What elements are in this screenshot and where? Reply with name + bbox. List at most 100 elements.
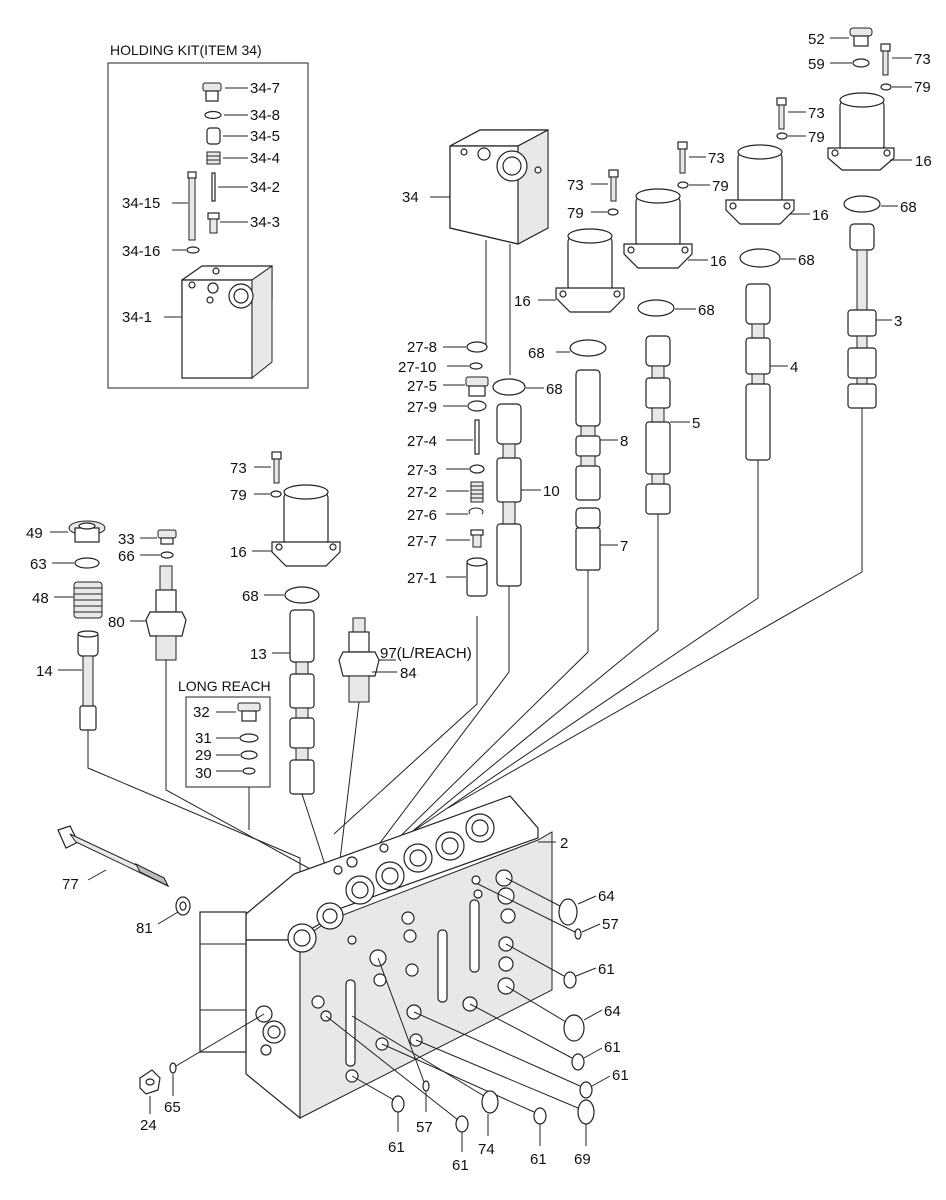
callout-48: 48 bbox=[32, 590, 49, 607]
part-32-plug bbox=[237, 702, 261, 722]
callout-27-10: 27-10 bbox=[398, 359, 436, 376]
part-49-cap bbox=[68, 520, 106, 543]
part-81-washer bbox=[175, 896, 191, 916]
callout-16-b: 16 bbox=[812, 207, 829, 224]
part-34-4 bbox=[206, 151, 221, 165]
part-27-10-oring bbox=[469, 362, 483, 370]
part-69-oring bbox=[577, 1099, 595, 1125]
callout-61-a: 61 bbox=[598, 961, 615, 978]
callout-61-d: 61 bbox=[388, 1139, 405, 1156]
callout-33: 33 bbox=[118, 531, 135, 548]
part-61-oring-f bbox=[533, 1107, 547, 1125]
part-27-2-spring bbox=[470, 481, 484, 503]
callout-73-c: 73 bbox=[708, 150, 725, 167]
callout-5: 5 bbox=[692, 415, 700, 432]
callout-32: 32 bbox=[193, 704, 210, 721]
part-61-oring-d bbox=[391, 1095, 405, 1113]
part-68-oring-e bbox=[492, 378, 526, 396]
part-57-oring-b bbox=[422, 1080, 430, 1092]
part-30-ring bbox=[242, 767, 256, 775]
callout-79-a: 79 bbox=[914, 79, 931, 96]
part-34-1 bbox=[181, 265, 273, 380]
holding-kit-frame bbox=[107, 62, 309, 389]
part-34-3 bbox=[207, 212, 220, 234]
callout-34: 34 bbox=[402, 189, 419, 206]
part-31-oring bbox=[239, 733, 259, 743]
callout-16-e: 16 bbox=[230, 544, 247, 561]
callout-13: 13 bbox=[250, 646, 267, 663]
part-4-spool bbox=[745, 283, 771, 461]
part-34-2 bbox=[211, 172, 216, 202]
part-73-bolt-d bbox=[608, 169, 619, 202]
part-27-9-oring bbox=[467, 400, 487, 412]
part-64-oring-b bbox=[563, 1014, 585, 1042]
callout-68-c: 68 bbox=[698, 302, 715, 319]
part-2-valve-body bbox=[199, 795, 553, 1120]
part-66-oring bbox=[160, 551, 174, 559]
callout-68-f: 68 bbox=[242, 588, 259, 605]
part-61-oring-b bbox=[571, 1053, 585, 1071]
part-16-solenoid-a bbox=[827, 92, 895, 171]
part-64-oring-a bbox=[558, 898, 578, 926]
callout-57-a: 57 bbox=[602, 916, 619, 933]
part-34-16 bbox=[186, 246, 200, 254]
part-68-oring-a bbox=[843, 195, 881, 213]
callout-97-l-reach: 97(L/REACH) bbox=[380, 645, 472, 662]
callout-61-f: 61 bbox=[530, 1151, 547, 1168]
part-16-solenoid-c bbox=[623, 188, 693, 269]
callout-69: 69 bbox=[574, 1151, 591, 1168]
part-79-washer-a bbox=[880, 83, 892, 91]
long-reach-frame bbox=[185, 696, 271, 788]
part-10-spool bbox=[496, 403, 522, 587]
part-79-washer-b bbox=[776, 132, 788, 140]
callout-73-d: 73 bbox=[567, 177, 584, 194]
part-68-oring-d bbox=[569, 339, 607, 357]
part-8-spool bbox=[575, 369, 601, 501]
part-61-oring-e bbox=[455, 1115, 469, 1133]
part-73-bolt-b bbox=[776, 97, 787, 130]
callout-34-5: 34-5 bbox=[250, 128, 280, 145]
callout-16-d: 16 bbox=[514, 293, 531, 310]
callout-77: 77 bbox=[62, 876, 79, 893]
part-61-oring-a bbox=[563, 971, 577, 989]
callout-16-a: 16 bbox=[915, 153, 932, 170]
part-77-tie-bolt bbox=[57, 825, 170, 888]
callout-34-1: 34-1 bbox=[122, 309, 152, 326]
part-5-spool bbox=[645, 335, 671, 515]
part-74-oring bbox=[481, 1090, 499, 1114]
part-29-ring bbox=[240, 750, 258, 760]
part-34-5 bbox=[206, 127, 221, 145]
part-7-plug bbox=[575, 507, 601, 571]
part-27-5-plug bbox=[465, 376, 489, 397]
part-34-15 bbox=[187, 171, 197, 241]
callout-16-c: 16 bbox=[710, 253, 727, 270]
side-seals: 64 57 61 64 61 61 69 61 74 bbox=[325, 877, 629, 1174]
part-73-bolt-a bbox=[880, 43, 891, 76]
callout-68-b: 68 bbox=[798, 252, 815, 269]
callout-34-4: 34-4 bbox=[250, 150, 280, 167]
callout-64-b: 64 bbox=[604, 1003, 621, 1020]
callout-79-e: 79 bbox=[230, 487, 247, 504]
part-16-solenoid-b bbox=[725, 144, 795, 225]
part-65-oring bbox=[169, 1062, 177, 1074]
callout-27-5: 27-5 bbox=[407, 378, 437, 395]
callout-79-c: 79 bbox=[712, 178, 729, 195]
part-79-washer-d bbox=[607, 208, 619, 216]
callout-57-b: 57 bbox=[416, 1119, 433, 1136]
callout-8: 8 bbox=[620, 433, 628, 450]
part-27-1-sleeve bbox=[466, 557, 488, 597]
callout-10: 10 bbox=[543, 483, 560, 500]
part-52-cap bbox=[849, 27, 873, 47]
callout-74: 74 bbox=[478, 1141, 495, 1158]
part-16-solenoid-e bbox=[271, 484, 341, 567]
part-27-7-poppet bbox=[470, 529, 484, 548]
part-16-solenoid-d bbox=[555, 228, 625, 313]
part-80-relief-valve bbox=[145, 565, 187, 661]
part-57-oring-a bbox=[574, 928, 582, 940]
callout-7: 7 bbox=[620, 538, 628, 555]
holding-kit-title: HOLDING KIT(ITEM 34) bbox=[110, 42, 262, 58]
part-27-3-seat bbox=[469, 464, 485, 474]
callout-27-2: 27-2 bbox=[407, 484, 437, 501]
part-34-holding-block bbox=[449, 129, 549, 245]
